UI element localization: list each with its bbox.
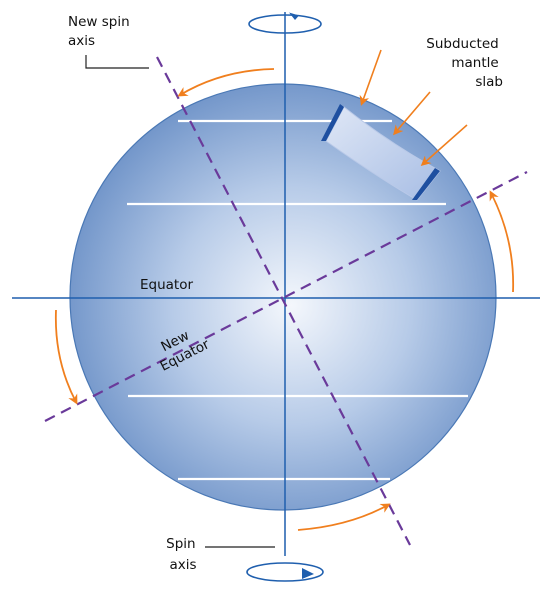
spin-axis-label-line1: Spin	[166, 536, 195, 552]
arrow-top	[177, 68, 275, 97]
arrow-right	[489, 190, 515, 293]
top-rotation-arrow	[248, 12, 322, 34]
spin-axis-label: Spin axis	[166, 536, 200, 573]
subducted-label-line2: mantle	[451, 55, 498, 71]
slab-pointer-arrows	[359, 49, 468, 166]
new-spin-axis-label-line1: New spin	[68, 14, 130, 30]
globe	[69, 83, 497, 511]
polar-wander-arrows	[54, 68, 515, 531]
subducted-label-line1: Subducted	[426, 36, 498, 52]
arrow-left	[54, 309, 78, 405]
subducted-slab	[321, 104, 441, 201]
label-leaders	[85, 55, 275, 548]
bottom-rotation-arrow	[246, 562, 324, 582]
subducted-mantle-slab-label: Subducted mantle slab	[426, 36, 503, 90]
arrow-bottom	[297, 503, 391, 531]
equator-label: Equator	[140, 277, 193, 293]
spin-axis-label-line2: axis	[169, 557, 196, 573]
subducted-label-line3: slab	[475, 74, 503, 90]
new-spin-axis-label: New spin axis	[68, 14, 134, 49]
new-equator-line	[44, 171, 528, 422]
new-spin-axis-line	[156, 56, 411, 546]
new-spin-axis-label-line2: axis	[68, 33, 95, 49]
